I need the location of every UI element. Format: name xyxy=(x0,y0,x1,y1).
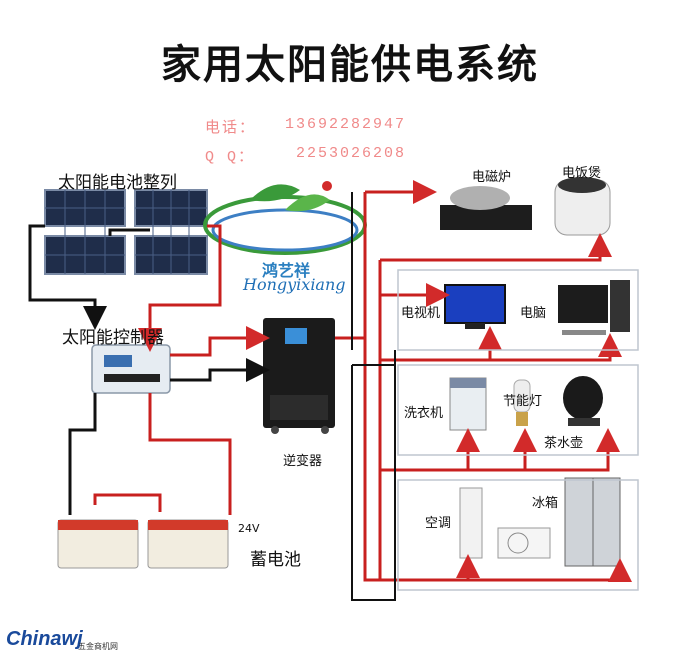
rice-cooker-shape xyxy=(554,177,611,236)
solar-controller xyxy=(91,344,171,394)
label-induction-cooker: 电磁炉 xyxy=(472,170,512,185)
label-battery: 蓄电池 xyxy=(250,550,301,570)
page-title: 家用太阳能供电系统 xyxy=(161,42,539,88)
induction-cooker-shape xyxy=(440,186,532,230)
label-air-conditioner: 空调 xyxy=(425,516,452,531)
label-controller: 太阳能控制器 xyxy=(62,328,164,348)
label-kettle: 茶水壶 xyxy=(544,436,584,451)
brand-logo-mark xyxy=(203,181,367,255)
phone-label: 电话： xyxy=(205,120,257,137)
label-rice-cooker: 电饭煲 xyxy=(562,166,602,181)
battery-bank xyxy=(57,519,229,569)
label-fridge: 冰箱 xyxy=(532,496,559,511)
solar-panel-array xyxy=(44,189,208,275)
label-computer: 电脑 xyxy=(520,306,547,321)
fridge-shape xyxy=(564,477,621,567)
label-battery-voltage: 24V xyxy=(238,522,260,535)
footer-logo: Chinawj xyxy=(6,628,83,650)
inverter-unit xyxy=(263,318,335,434)
brand-name-cn: 鸿艺祥 xyxy=(262,261,311,280)
label-inverter: 逆变器 xyxy=(283,454,323,469)
kettle-shape xyxy=(563,376,603,426)
brand-name-en: Hongyixiang xyxy=(243,275,346,294)
label-solar-array: 太阳能电池整列 xyxy=(58,173,177,193)
computer-shape xyxy=(558,280,630,335)
label-energy-lamp: 节能灯 xyxy=(503,394,543,409)
air-conditioner-shape xyxy=(459,487,551,559)
washing-machine-shape xyxy=(449,377,487,431)
footer-subtitle: 五金商机网 xyxy=(78,642,118,651)
label-washing-machine: 洗衣机 xyxy=(404,406,444,421)
tv-shape xyxy=(444,284,506,329)
energy-lamp-shape xyxy=(513,379,531,426)
phone-number: 13692282947 xyxy=(285,116,407,133)
qq-number: 2253026208 xyxy=(296,145,407,162)
label-tv: 电视机 xyxy=(401,306,441,321)
qq-label: Q Q： xyxy=(205,149,256,166)
